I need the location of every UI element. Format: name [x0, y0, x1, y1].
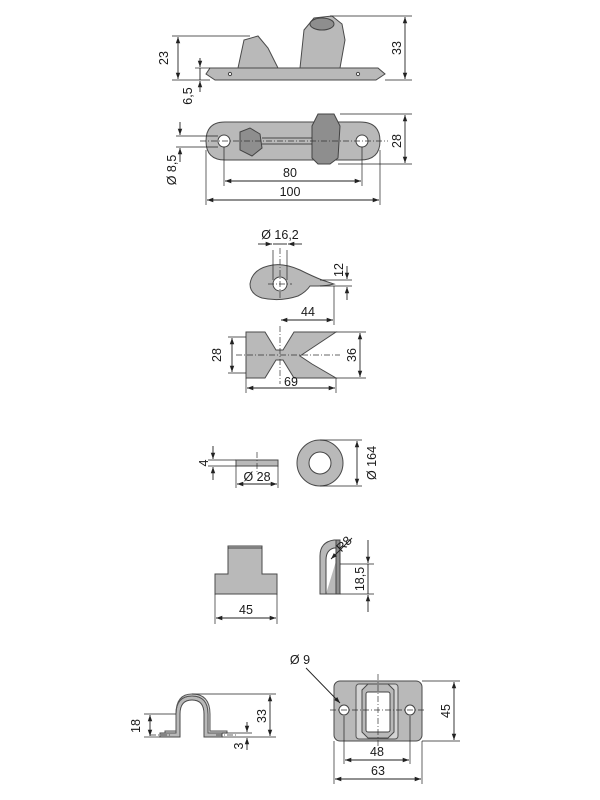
washer-front: [296, 439, 344, 487]
dim-latch-height: 12: [332, 263, 346, 277]
hoop-strap: [150, 693, 236, 738]
dim-latch-bore: Ø 16,2: [261, 228, 299, 242]
dim-plate-hole: Ø 9: [290, 653, 310, 667]
washer-side: [235, 452, 279, 474]
dim-hoop-total: 33: [255, 709, 269, 723]
dim-block-height: 18,5: [353, 567, 367, 591]
dim-hole-spacing: 80: [283, 166, 297, 180]
catch-top-dimensions: [176, 113, 412, 205]
dim-base-thickness: 6,5: [181, 87, 195, 104]
dim-washer-small: Ø 28: [243, 470, 270, 484]
mounting-plate: [330, 674, 426, 746]
mounting-plate-dimensions: [305, 667, 460, 784]
stop-block-front: [214, 545, 278, 595]
dim-catch-height: 23: [157, 51, 171, 65]
dim-plate-length: 63: [371, 764, 385, 778]
dim-fork-length: 69: [284, 375, 298, 389]
fork-wedge: [236, 326, 340, 384]
dim-washer-thickness: 4: [197, 459, 211, 466]
latch-hook: [249, 248, 336, 301]
hoop-dimensions: [144, 693, 276, 750]
dim-hole-diameter: Ø 8,5: [165, 155, 179, 186]
catch-side-view: [205, 15, 386, 81]
dim-plate-hole-spacing: 48: [370, 745, 384, 759]
dim-catch-total-height: 33: [390, 41, 404, 55]
dim-latch-length: 44: [301, 305, 315, 319]
latch-hook-dimensions: [258, 241, 352, 325]
dim-hoop-thickness: 3: [232, 742, 246, 749]
dim-catch-length: 100: [280, 185, 301, 199]
stop-block-dimensions: [214, 537, 374, 624]
dim-fork-inner: 28: [210, 348, 224, 362]
dim-hoop-height: 18: [129, 719, 143, 733]
dim-block-length: 45: [239, 603, 253, 617]
fork-wedge-dimensions: [228, 331, 366, 393]
dim-plate-height: 45: [439, 704, 453, 718]
catch-top-view: [200, 113, 388, 165]
catch-side-dimensions: [172, 15, 412, 92]
dim-fork-outer: 36: [345, 348, 359, 362]
washer-dimensions: [208, 439, 362, 488]
dim-washer-large: Ø 164: [365, 446, 379, 480]
dim-catch-width: 28: [390, 134, 404, 148]
